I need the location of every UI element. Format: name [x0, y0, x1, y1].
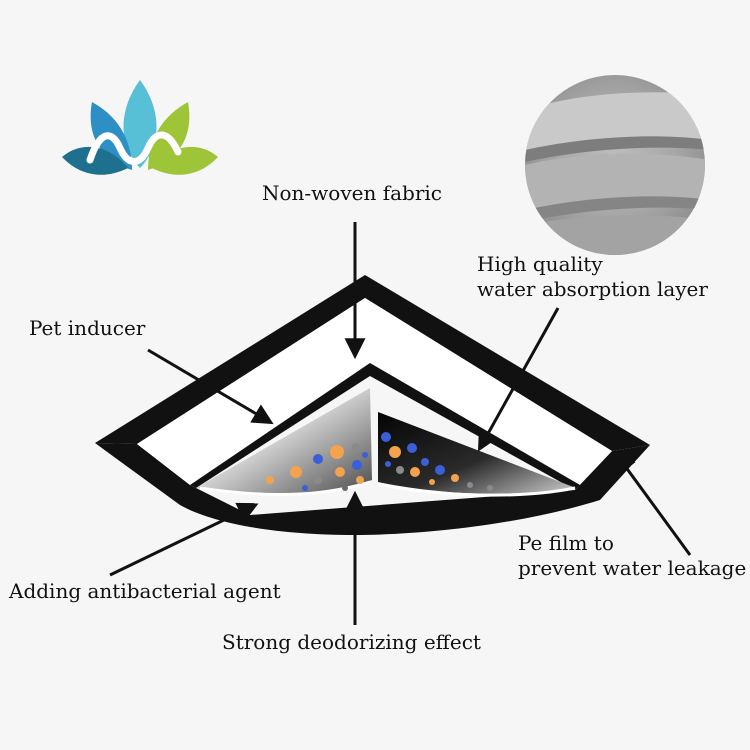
right-core-section	[378, 412, 576, 494]
label-deodorizing: Strong deodorizing effect	[222, 630, 481, 655]
label-non-woven-fabric: Non-woven fabric	[262, 181, 442, 206]
label-high-quality-layer: High quality water absorption layer	[477, 252, 708, 302]
deodorizing-beads	[266, 432, 493, 491]
label-antibacterial: Adding antibacterial agent	[9, 579, 281, 604]
outer-pad-frame	[95, 275, 650, 451]
arrow-antibacterial	[109, 502, 259, 577]
label-pe-film-line1: Pe film to	[518, 531, 614, 555]
lotus-wave-icon	[62, 80, 218, 175]
arrow-high-quality	[477, 307, 560, 452]
left-core-section	[196, 388, 372, 495]
label-high-quality-line2: water absorption layer	[477, 277, 708, 301]
absorbent-material-photo	[525, 75, 705, 255]
arrow-pe-film	[614, 451, 692, 556]
label-antibacterial-text: Adding antibacterial agent	[9, 579, 281, 603]
label-deodorizing-text: Strong deodorizing effect	[222, 630, 481, 654]
label-non-woven-fabric-text: Non-woven fabric	[262, 181, 442, 205]
arrow-pet-inducer	[147, 348, 274, 425]
label-high-quality-line1: High quality	[477, 252, 603, 276]
label-pet-inducer-text: Pet inducer	[29, 316, 146, 340]
outer-pad-bottom	[95, 443, 650, 535]
label-pe-film: Pe film to prevent water leakage	[518, 531, 746, 581]
label-pet-inducer: Pet inducer	[29, 316, 145, 341]
label-pe-film-line2: prevent water leakage	[518, 556, 747, 580]
